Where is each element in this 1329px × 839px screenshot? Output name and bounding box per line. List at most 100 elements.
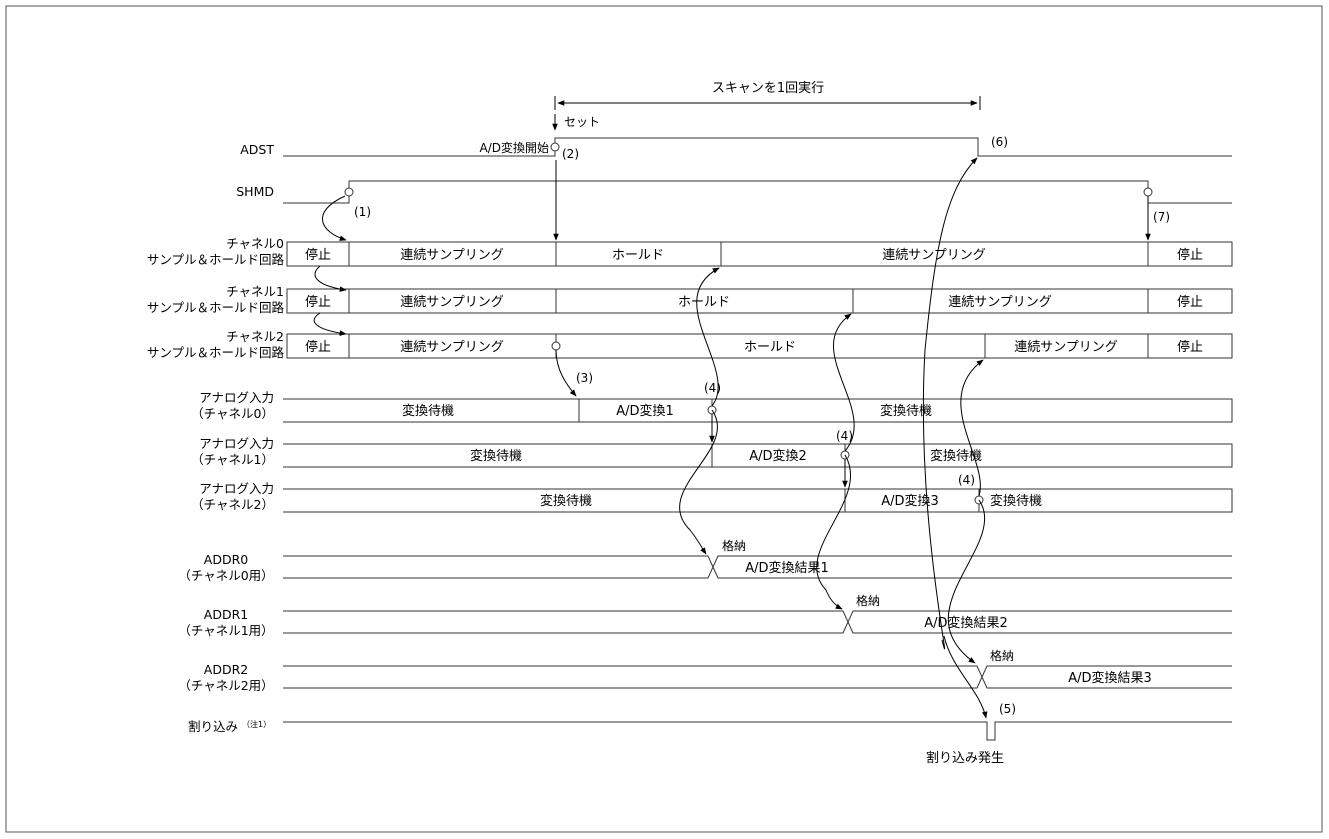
ch1-hold: ホールド [678,295,730,310]
an0-conv: A/D変換1 [616,403,674,419]
note-4c: (4) [958,473,975,487]
ch2-hold-marker [551,341,561,351]
end-to-adst-clear [922,157,978,650]
scan-label: スキャンを1回実行 [712,80,824,96]
conv1-to-addr0 [679,409,718,555]
ch1-label-2: サンプル＆ホールド回路 [147,300,285,315]
irq-note: （注1） [242,719,271,729]
an0-wait-1: 変換待機 [402,403,454,419]
ch0-sampling-1: 連続サンプリング [400,248,504,263]
shmd-to-ch1-curve [314,265,347,292]
an0-wait-2: 変換待機 [880,403,932,419]
addr2-label-2: （チャネル2用） [178,678,273,693]
scan-span: スキャンを1回実行 [554,80,981,110]
addr1-label-2: （チャネル1用） [178,623,273,638]
shmd-waveform: (1) (7) [283,180,1232,224]
note-2: (2) [562,147,579,161]
addr0-result: A/D変換結果1 [745,560,829,576]
shmd-to-ch2-curve [313,312,347,336]
ch1-label-1: チャネル1 [226,284,284,299]
addr2-row: 格納 A/D変換結果3 [283,648,1232,689]
shmd-fall-marker [1143,187,1153,197]
store-to-irq [943,635,988,719]
note-5: (5) [999,702,1016,716]
shmd-label: SHMD [236,184,274,199]
ch1-stop-2: 停止 [1177,294,1203,310]
ch1-stop-1: 停止 [305,294,331,310]
addr0-store: 格納 [722,538,746,553]
ch2-sampling-1: 連続サンプリング [400,340,504,355]
note-4b: (4) [836,429,853,443]
an0-label-1: アナログ入力 [199,390,274,405]
ch0-label-1: チャネル0 [226,236,284,251]
addr1-result: A/D変換結果2 [924,615,1008,631]
note-7: (7) [1153,210,1170,224]
addr2-label-1: ADDR2 [204,662,248,677]
an0-label-2: （チャネル0） [191,406,274,421]
an0-row: 変換待機 A/D変換1 変換待機 (3) (4) [283,371,1233,423]
addr2-store: 格納 [990,648,1014,663]
irq-row: (5) 割り込み発生 [283,702,1232,766]
note-1: (1) [354,205,371,219]
an2-conv: A/D変換3 [881,493,939,509]
an2-wait-1: 変換待機 [540,493,592,509]
conv2-to-addr1 [816,454,852,610]
set-label: セット [564,115,600,129]
addr0-label-2: （チャネル0用） [178,568,273,583]
an2-label-1: アナログ入力 [199,481,274,496]
conv1-to-ch0-sampling [696,267,720,407]
note-6: (6) [991,135,1008,149]
addr0-row: 格納 A/D変換結果1 [283,538,1232,579]
signal-labels: ADST SHMD チャネル0 サンプル＆ホールド回路 チャネル1 サンプル＆ホ… [147,142,285,734]
an1-wait-1: 変換待機 [470,448,522,464]
conv3-to-addr2 [948,499,986,664]
ch0-hold: ホールド [612,248,664,263]
ch0-stop-2: 停止 [1177,247,1203,263]
ch0-label-2: サンプル＆ホールド回路 [147,252,285,267]
ch2-stop-1: 停止 [305,339,331,355]
hold-to-conv-curve [555,349,577,397]
an1-wait-2: 変換待機 [930,448,982,464]
addr2-result: A/D変換結果3 [1068,670,1152,686]
an2-label-2: （チャネル2） [191,497,274,512]
ch2-label-2: サンプル＆ホールド回路 [147,345,285,360]
ch2-stop-2: 停止 [1177,339,1203,355]
ch2-sh-row: 停止 連続サンプリング ホールド 連続サンプリング 停止 [286,333,1233,359]
ch0-stop-1: 停止 [305,247,331,263]
ch0-sampling-2: 連続サンプリング [882,248,986,263]
set-marker: セット [552,114,600,131]
ch2-hold: ホールド [744,340,796,355]
an2-wait-2: 変換待機 [990,493,1042,509]
an2-row: 変換待機 A/D変換3 変換待機 (4) [283,473,1233,513]
ch2-label-1: チャネル2 [226,329,284,344]
ch0-sh-row: 停止 連続サンプリング ホールド 連続サンプリング 停止 [286,241,1233,267]
an1-row: 変換待機 A/D変換2 変換待機 (4) [283,429,1233,468]
conv3-to-ch2-sampling [960,359,984,497]
ch1-sampling-1: 連続サンプリング [400,295,504,310]
shmd-to-ch0-curve [322,195,347,241]
ch1-sh-row: 停止 連続サンプリング ホールド 連続サンプリング 停止 [286,288,1233,314]
note-3: (3) [576,371,593,385]
adst-waveform: A/D変換開始 (2) (6) [283,135,1232,161]
addr1-store: 格納 [856,593,880,608]
ch2-sampling-2: 連続サンプリング [1014,340,1118,355]
an1-label-2: （チャネル1） [191,452,274,467]
vertical-arrows [553,160,1151,488]
figure-frame [5,5,1323,833]
addr0-label-1: ADDR0 [204,552,248,567]
shmd-rise-marker [344,187,354,197]
an1-conv: A/D変換2 [749,448,807,464]
conv2-to-ch1-sampling [832,313,855,452]
curved-arrows [313,157,988,719]
note-4a: (4) [704,381,721,395]
irq-label: 割り込み [188,719,238,734]
adst-label: ADST [240,142,274,157]
addr1-label-1: ADDR1 [204,607,248,622]
adst-start-marker [550,142,560,152]
an1-label-1: アナログ入力 [199,436,274,451]
ch1-sampling-2: 連続サンプリング [948,295,1052,310]
ad-start-label: A/D変換開始 [480,140,550,155]
addr1-row: 格納 A/D変換結果2 [283,593,1232,634]
irq-event-label: 割り込み発生 [926,750,1004,766]
